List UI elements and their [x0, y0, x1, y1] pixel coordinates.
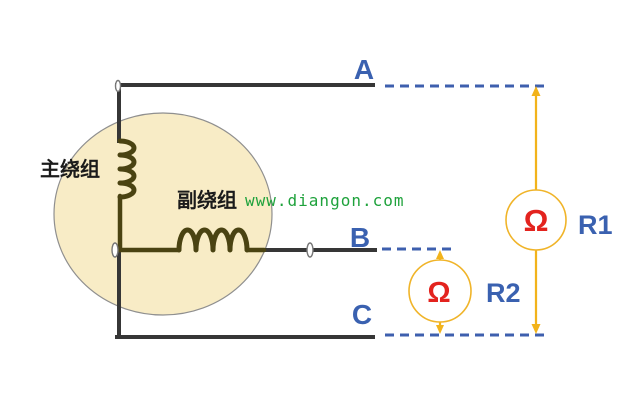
r2-arrow-down-icon — [436, 325, 444, 334]
connector-top-corner — [114, 79, 122, 93]
r1-ohmmeter-circle — [505, 189, 567, 251]
terminal-b-label: B — [350, 222, 370, 253]
r1-arrow-up-icon — [531, 86, 541, 96]
r1-label: R1 — [578, 210, 613, 240]
terminal-c-label: C — [352, 299, 372, 330]
main-winding-label: 主绕组 — [40, 157, 100, 181]
r2-label: R2 — [486, 278, 521, 308]
motor-body-circle — [53, 112, 273, 316]
connector-junction — [111, 242, 119, 258]
r2-ohmmeter-circle — [408, 259, 472, 323]
r2-ohm-symbol: Ω — [427, 277, 450, 309]
aux-winding-coil — [176, 227, 250, 253]
aux-winding-label: 副绕组 — [177, 188, 237, 212]
r1-arrow-down-icon — [531, 324, 541, 334]
terminal-a-label: A — [354, 54, 374, 85]
main-winding-coil — [117, 138, 137, 200]
connector-phase-b — [306, 242, 314, 258]
watermark-text: www.diangon.com — [245, 191, 405, 210]
r2-arrow-up-icon — [436, 250, 444, 259]
r1-ohm-symbol: Ω — [524, 203, 549, 238]
